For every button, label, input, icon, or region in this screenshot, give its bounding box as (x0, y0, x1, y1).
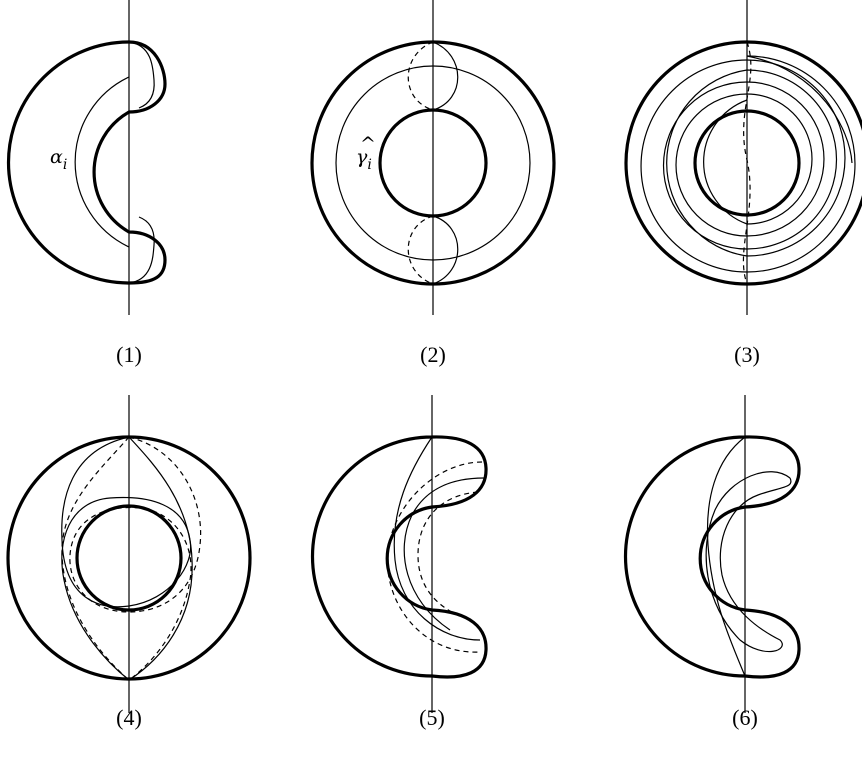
meridian-bottom-dashed (407, 215, 434, 285)
half-torus-outline (310, 435, 488, 679)
panel-5: (5) (310, 395, 488, 730)
half-torus-outline (623, 435, 801, 679)
panel-4: (4) (6, 395, 252, 730)
meridian-bottom-solid (432, 215, 459, 285)
panel-1: αi (1) (6, 0, 167, 367)
caption-5: (5) (419, 705, 445, 730)
gamma-label: γi (356, 146, 372, 173)
solid-curve-loop (705, 471, 792, 653)
panel-2: γi ^ (2) (310, 0, 556, 367)
gamma-accent: ^ (360, 133, 376, 155)
meridian-top-dashed (407, 41, 434, 111)
dashed-curve (69, 436, 202, 681)
solid-curve-outer (706, 436, 746, 677)
meridian-dashed (742, 41, 752, 285)
solid-curve (393, 436, 485, 641)
inner-circle (693, 109, 801, 217)
solid-curve-right (128, 436, 193, 681)
dashed-curve-left (61, 436, 130, 681)
spiral-curve (640, 55, 856, 273)
fold-curve-bottom (128, 216, 155, 284)
dashed-curve (386, 461, 483, 653)
caption-3: (3) (734, 342, 760, 367)
meridian-top-solid (432, 41, 459, 111)
spiral-outer-end (746, 55, 853, 164)
panel-6: (6) (623, 395, 801, 730)
caption-6: (6) (732, 705, 758, 730)
fold-curve-top (128, 41, 155, 109)
caption-1: (1) (116, 342, 142, 367)
gamma-curve (335, 65, 531, 261)
alpha-curve (74, 76, 130, 248)
caption-2: (2) (420, 342, 446, 367)
panel-3: (3) (624, 0, 862, 367)
inner-circle (75, 504, 183, 612)
half-torus-outline (6, 40, 167, 285)
caption-4: (4) (116, 705, 142, 730)
alpha-label: αi (50, 146, 67, 173)
solid-curve (61, 436, 192, 681)
